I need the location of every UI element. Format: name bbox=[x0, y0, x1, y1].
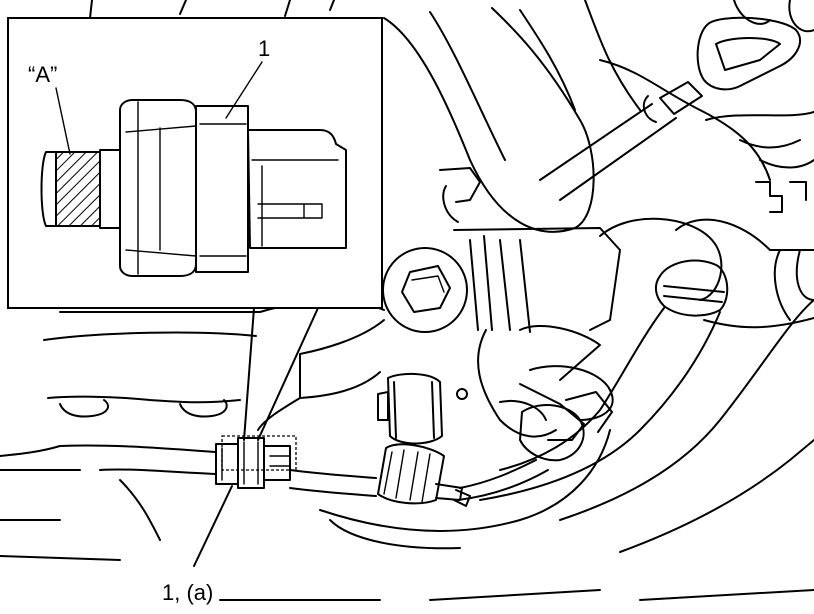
callout-lines bbox=[193, 307, 319, 567]
threaded-section bbox=[40, 149, 121, 229]
oil-pressure-switch bbox=[215, 435, 297, 489]
detail-inset bbox=[7, 17, 383, 309]
main-part-label: 1, (a) bbox=[162, 580, 213, 605]
engine-background bbox=[0, 0, 814, 601]
inset-part-leader bbox=[225, 61, 263, 119]
inset-part-label: 1 bbox=[258, 36, 270, 61]
area-a-label: “A” bbox=[28, 62, 57, 87]
area-a-leader bbox=[55, 87, 71, 155]
